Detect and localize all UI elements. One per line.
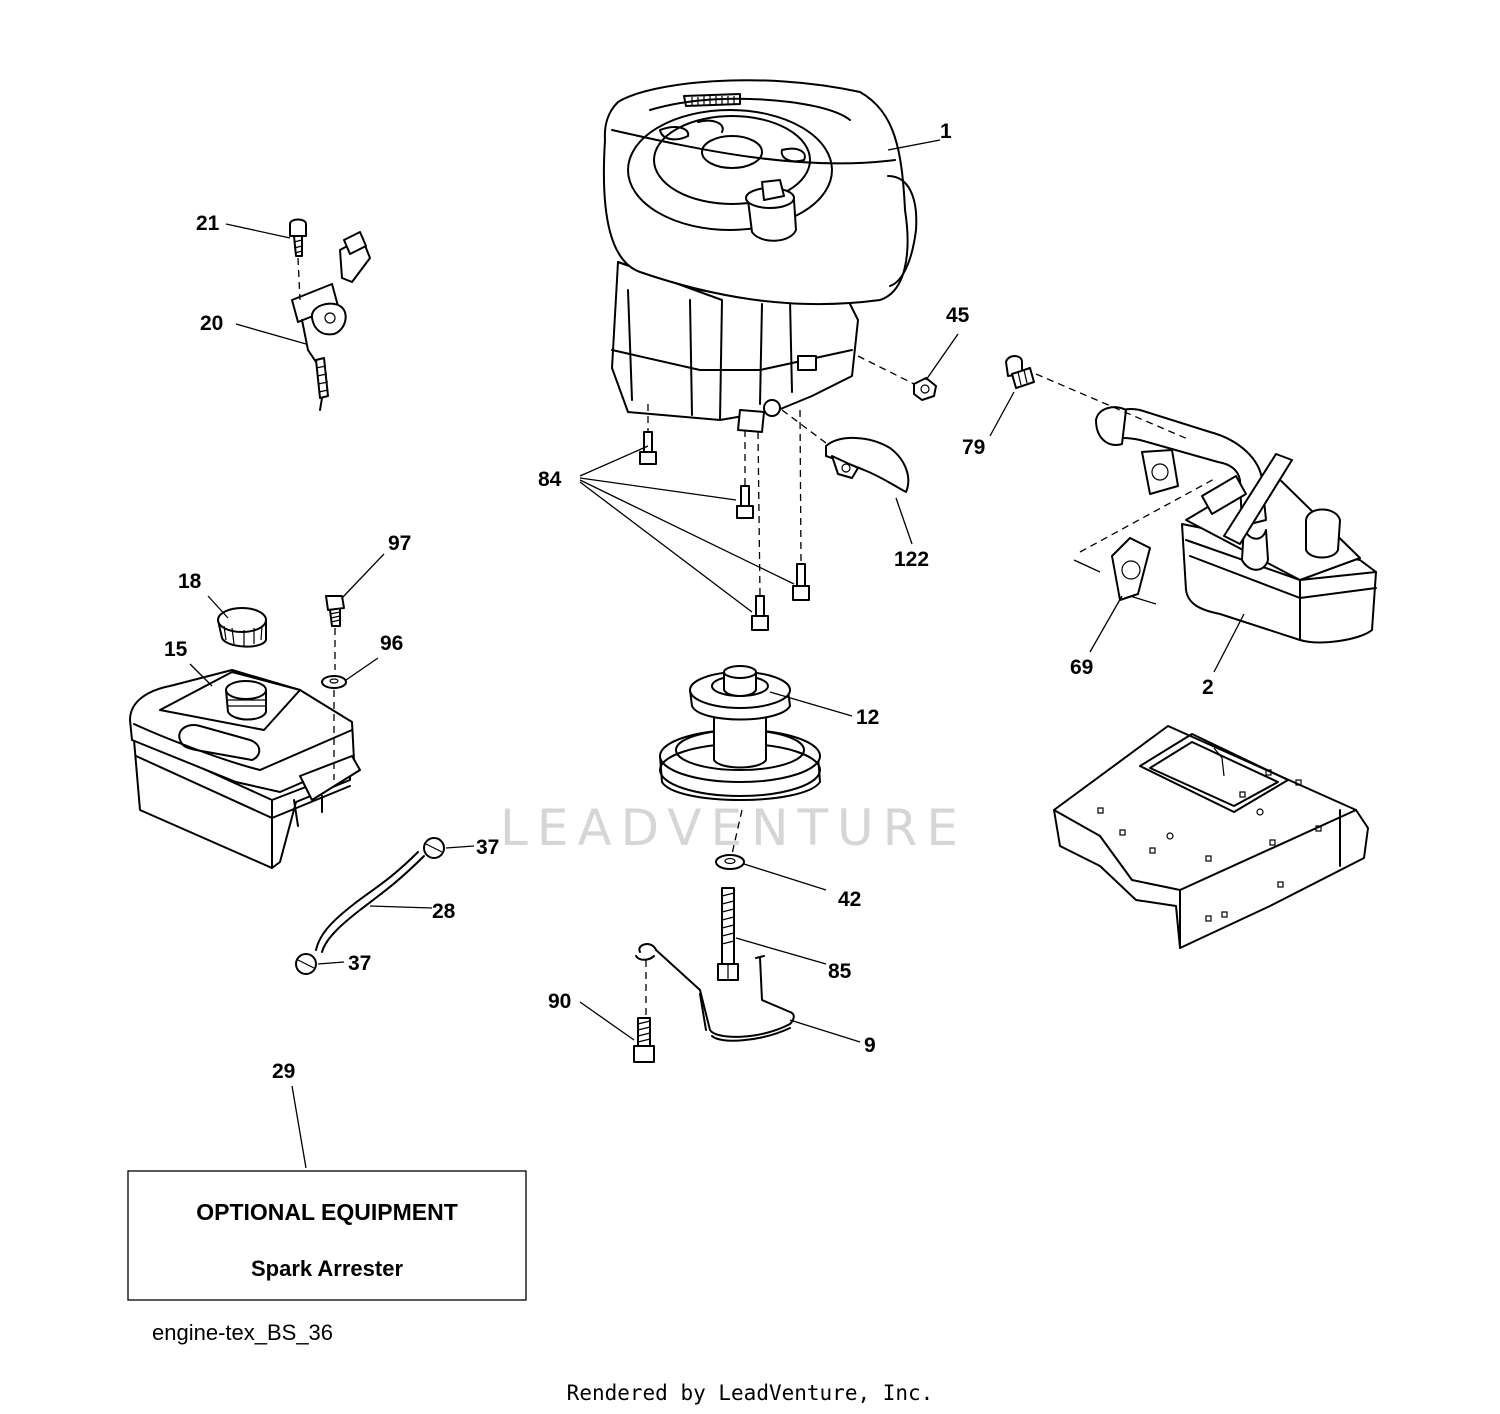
bracket-9-part[interactable]	[635, 943, 795, 1042]
leader-lines	[189, 139, 1245, 1169]
callout-85[interactable]: 85	[828, 960, 852, 983]
callout-84[interactable]: 84	[538, 468, 562, 491]
watermark-text: LEADVENTURE	[500, 799, 967, 857]
callout-37-upper[interactable]: 37	[476, 836, 499, 859]
callout-29[interactable]: 29	[272, 1060, 295, 1083]
spark-arrester-label[interactable]: Spark Arrester	[251, 1256, 403, 1281]
callout-20[interactable]: 20	[200, 312, 223, 335]
callout-9[interactable]: 9	[864, 1034, 876, 1057]
bolt-85-part[interactable]	[717, 887, 739, 981]
nut-45-part[interactable]	[857, 355, 937, 401]
callout-96[interactable]: 96	[380, 632, 403, 655]
muffler-part[interactable]	[1095, 406, 1377, 644]
bolt-84-part[interactable]	[751, 431, 769, 631]
engine-mount-plate-part[interactable]	[1053, 725, 1369, 949]
diagram-id: engine-tex_BS_36	[152, 1320, 333, 1345]
bolt-79-part[interactable]	[1005, 355, 1191, 441]
screw-21-part[interactable]	[289, 218, 307, 301]
callout-12[interactable]: 12	[856, 706, 879, 729]
optional-equipment-heading: OPTIONAL EQUIPMENT	[196, 1199, 458, 1225]
engine-part[interactable]	[602, 79, 918, 433]
callout-79[interactable]: 79	[962, 436, 985, 459]
throttle-control-part[interactable]	[291, 231, 371, 411]
fuel-line-part[interactable]	[315, 851, 425, 953]
fuel-tank-part[interactable]	[129, 669, 361, 869]
callout-37-lower[interactable]: 37	[348, 952, 371, 975]
callout-122[interactable]: 122	[894, 548, 929, 571]
gasket-69-part[interactable]	[1073, 477, 1217, 605]
callout-15[interactable]: 15	[164, 638, 188, 661]
fuel-cap-part[interactable]	[217, 607, 267, 648]
callout-42[interactable]: 42	[838, 888, 861, 911]
bolt-97-part[interactable]	[325, 595, 345, 670]
bolt-84-part[interactable]	[736, 430, 754, 519]
callout-2[interactable]: 2	[1202, 676, 1214, 699]
callout-69[interactable]: 69	[1070, 656, 1093, 679]
callout-90[interactable]: 90	[548, 990, 571, 1013]
engine-pulley-part[interactable]	[659, 665, 821, 801]
callout-97[interactable]: 97	[388, 532, 411, 555]
rendered-by-credit: Rendered by LeadVenture, Inc.	[567, 1381, 934, 1405]
bolt-90-part[interactable]	[633, 960, 655, 1063]
optional-equipment-box: OPTIONAL EQUIPMENT Spark Arrester	[127, 1170, 527, 1301]
callout-21[interactable]: 21	[196, 212, 220, 235]
callout-45[interactable]: 45	[946, 304, 970, 327]
bolt-84-part[interactable]	[792, 409, 810, 601]
callout-28[interactable]: 28	[432, 900, 456, 923]
heat-shield-122-part[interactable]	[781, 409, 910, 493]
callout-18[interactable]: 18	[178, 570, 202, 593]
callout-1[interactable]: 1	[940, 120, 952, 143]
hose-clamp-37-upper-part[interactable]	[423, 837, 445, 859]
washer-96-part[interactable]	[321, 675, 347, 780]
hose-clamp-37-lower-part[interactable]	[295, 953, 317, 975]
washer-42-part[interactable]	[715, 809, 745, 870]
